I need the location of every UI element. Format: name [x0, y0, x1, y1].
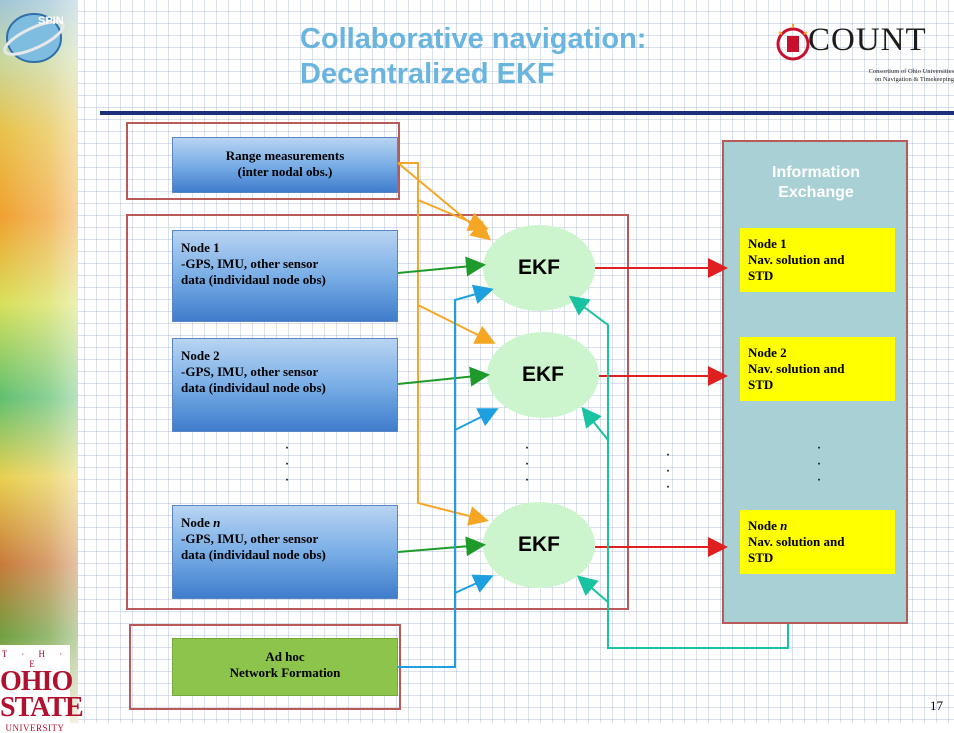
info-title-line1: Information [772, 164, 860, 181]
ellipsis-nodes: · · · [282, 440, 292, 488]
ellipsis-dot: · [816, 455, 822, 472]
ellipsis-ekf: · · · [522, 440, 532, 488]
ellipsis-dot: · [665, 478, 671, 495]
node-n-title: Node n [181, 515, 389, 531]
ellipsis-dot: · [665, 446, 671, 463]
node-n-sensors: -GPS, IMU, other sensor [181, 531, 319, 546]
node-1-box: Node 1 -GPS, IMU, other sensor data (ind… [172, 230, 398, 322]
ekf-node-2: EKF [487, 332, 599, 418]
node-2-sensors: -GPS, IMU, other sensor [181, 364, 319, 379]
node-n-title-prefix: Node [181, 515, 214, 530]
nav-solution-2-std: STD [748, 377, 774, 392]
node-2-box: Node 2 -GPS, IMU, other sensor data (ind… [172, 338, 398, 432]
osu-university: UNIVERSITY [5, 723, 65, 733]
count-logo-icon [776, 24, 810, 61]
ellipsis-dot: · [524, 439, 530, 456]
range-measurements-box: Range measurements (inter nodal obs.) [172, 137, 398, 193]
slide-title-line2: Decentralized EKF [300, 58, 555, 90]
nav-solution-node-1: Node 1 Nav. solution and STD [740, 228, 895, 292]
node-2-title: Node 2 [181, 348, 220, 363]
ellipsis-dot: · [816, 471, 822, 488]
node-n-box: Node n -GPS, IMU, other sensor data (ind… [172, 505, 398, 599]
ellipsis-dot: · [665, 462, 671, 479]
range-frame [126, 122, 400, 200]
node-2-data: data (individaul node obs) [181, 380, 326, 395]
node-1-data: data (individaul node obs) [181, 272, 326, 287]
nav-solution-node-n: Node n Nav. solution and STD [740, 510, 895, 574]
ekf-node-1: EKF [483, 225, 595, 311]
range-line2: (inter nodal obs.) [237, 164, 333, 179]
page-number: 17 [930, 698, 943, 713]
adhoc-line1: Ad hoc [265, 649, 305, 664]
count-logo-subtitle: Consortium of Ohio Universities on Navig… [826, 68, 954, 84]
ekf-node-n-label: EKF [518, 533, 560, 556]
osu-line1: OHIO [0, 666, 73, 697]
nav-solution-2-title: Node 2 [748, 345, 787, 360]
ohio-state-logo: T · H · E OHIO STATE UNIVERSITY [0, 645, 84, 733]
nav-solution-1-title: Node 1 [748, 236, 787, 251]
ekf-node-1-label: EKF [518, 256, 560, 279]
slide-title: Collaborative navigation: Decentralized … [300, 22, 646, 92]
sidebar-image-strip [0, 0, 78, 723]
count-logo-text: COUNT [808, 22, 927, 58]
info-title-line2: Exchange [778, 184, 854, 201]
range-line1: Range measurements [225, 148, 345, 163]
ellipsis-dot: · [284, 471, 290, 488]
adhoc-line2: Network Formation [229, 665, 341, 680]
ellipsis-solutions: · · · [814, 440, 824, 488]
ellipsis-dot: · [524, 471, 530, 488]
nav-solution-n-title: Node n [748, 518, 887, 534]
count-sub-line2: on Navigation & Timekeeping [874, 76, 954, 83]
node-n-data: data (individaul node obs) [181, 547, 326, 562]
node-n-title-n: n [213, 515, 221, 530]
nav-solution-n-prefix: Node [748, 518, 781, 533]
ellipsis-dot: · [284, 455, 290, 472]
nav-solution-1-desc: Nav. solution and [748, 252, 845, 267]
slide-title-line1: Collaborative navigation: [300, 23, 647, 55]
ekf-node-n: EKF [483, 502, 595, 588]
nav-solution-n-std: STD [748, 550, 774, 565]
nav-solution-node-2: Node 2 Nav. solution and STD [740, 337, 895, 401]
node-1-title: Node 1 [181, 240, 220, 255]
count-sub-line1: Consortium of Ohio Universities [868, 68, 954, 75]
osu-the: T · H · E [1, 649, 69, 669]
ellipsis-dot: · [524, 455, 530, 472]
ellipsis-arrows: · · · [663, 447, 673, 495]
information-exchange-title: Information Exchange [736, 163, 896, 203]
nav-solution-n-italic: n [780, 518, 788, 533]
ellipsis-dot: · [284, 439, 290, 456]
ellipsis-dot: · [816, 439, 822, 456]
nav-solution-n-desc: Nav. solution and [748, 534, 845, 549]
title-rule [100, 111, 954, 115]
adhoc-network-box: Ad hoc Network Formation [172, 638, 398, 696]
spin-logo-text: SPIN [38, 15, 64, 27]
ekf-node-2-label: EKF [522, 363, 564, 386]
nav-solution-1-std: STD [748, 268, 774, 283]
spin-logo-icon: SPIN [3, 13, 65, 63]
nav-solution-2-desc: Nav. solution and [748, 361, 845, 376]
node-1-sensors: -GPS, IMU, other sensor [181, 256, 319, 271]
osu-line2: STATE [0, 692, 84, 723]
